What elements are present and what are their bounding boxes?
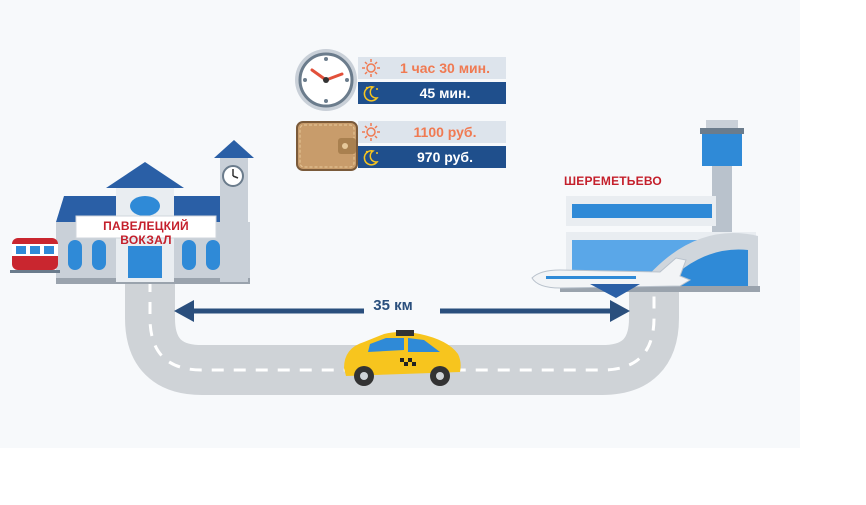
taxi-icon [344, 330, 461, 386]
sun-icon [358, 121, 384, 143]
distance-label: 35 км [373, 297, 413, 314]
price-night-row: 970 руб. [358, 146, 506, 168]
distance-arrow [174, 300, 630, 322]
time-night-row: 45 мин. [358, 82, 506, 104]
airplane-icon [531, 257, 692, 298]
moon-stars-icon [358, 82, 384, 104]
sun-icon [358, 57, 384, 79]
wallet-icon [296, 121, 358, 171]
destination-airport-label: ШЕРЕМЕТЬЕВО [564, 174, 662, 188]
clock-icon [295, 49, 357, 111]
time-day-row: 1 час 30 мин. [358, 57, 506, 79]
airport-building [560, 120, 760, 292]
railway-station-building [56, 140, 254, 284]
price-night-value: 970 руб. [417, 149, 473, 165]
route-infographic: ПАВЕЛЕЦКИЙ ВОКЗАЛ ШЕРЕМЕТЬЕВО 35 км 1 ча… [10, 49, 760, 395]
time-day-value: 1 час 30 мин. [399, 60, 491, 76]
train-icon [10, 238, 60, 273]
origin-station-label: ПАВЕЛЕЦКИЙ ВОКЗАЛ [103, 219, 189, 247]
price-day-row: 1100 руб. [358, 121, 506, 143]
route-scene [10, 49, 760, 395]
time-night-value: 45 мин. [419, 85, 471, 101]
moon-stars-icon [358, 146, 384, 168]
price-day-value: 1100 руб. [413, 124, 477, 140]
